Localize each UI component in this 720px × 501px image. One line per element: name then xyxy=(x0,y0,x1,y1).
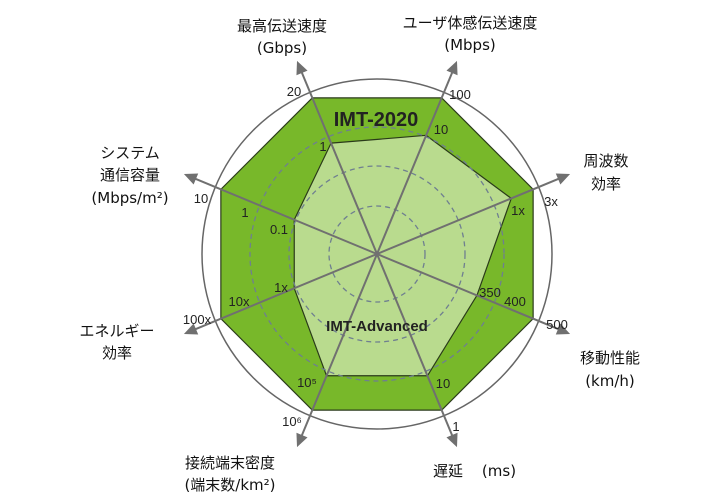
axis-unit-peak-rate: (Gbps) xyxy=(257,39,307,57)
axis-line-0 xyxy=(297,64,378,255)
axis-arrow-4 xyxy=(446,432,458,448)
grid-circle-2 xyxy=(288,165,466,343)
tick-adv-density: 10⁵ xyxy=(297,375,317,390)
tick-adv-user: 10 xyxy=(434,122,448,137)
tick-imt2020-density: 10⁶ xyxy=(282,414,302,429)
series-label-imt2020: IMT-2020 xyxy=(334,109,418,131)
tick-extra-mobility: 400 xyxy=(504,294,526,309)
tick-imt2020-spectral: 3x xyxy=(544,194,558,209)
axis-line-3 xyxy=(376,253,567,334)
axis-title-area: システム xyxy=(100,144,160,162)
tick-adv-latency: 10 xyxy=(436,376,450,391)
axis-title-latency: 遅延 xyxy=(433,462,463,480)
axis-title-energy-2: 効率 xyxy=(102,344,132,362)
axis-line-1 xyxy=(376,64,457,255)
axis-line-4 xyxy=(376,253,457,444)
axis-arrow-7 xyxy=(183,173,199,185)
tick-adv-spectral: 1x xyxy=(511,203,525,218)
grid-circle-3 xyxy=(249,126,505,382)
axis-arrow-3 xyxy=(555,323,571,335)
axis-title-user-rate: ユーザ体感伝送速度 xyxy=(403,14,538,32)
tick-adv-peak: 1 xyxy=(319,139,326,154)
grid-circle-1 xyxy=(328,205,426,303)
axis-line-5 xyxy=(297,253,378,444)
tick-imt2020-latency: 1 xyxy=(452,419,459,434)
axis-arrow-0 xyxy=(296,60,308,76)
axis-title-area-2: 通信容量 xyxy=(100,166,160,184)
axis-title-peak-rate: 最高伝送速度 xyxy=(237,17,327,35)
axis-title-energy: エネルギー xyxy=(79,322,154,340)
tick-adv-mobility: 350 xyxy=(479,285,501,300)
axis-arrow-1 xyxy=(446,60,458,76)
tick-extra-energy: 10x xyxy=(229,294,250,309)
axis-arrow-2 xyxy=(555,173,571,185)
axis-arrow-5 xyxy=(296,432,308,448)
axis-arrow-6 xyxy=(183,323,199,335)
axis-unit-latency: (ms) xyxy=(482,462,516,480)
tick-imt2020-peak: 20 xyxy=(287,84,301,99)
tick-adv-area: 0.1 xyxy=(270,222,288,237)
tick-imt2020-area: 10 xyxy=(194,191,208,206)
axis-line-7 xyxy=(187,174,378,255)
axis-unit-area: (Mbps/m²) xyxy=(91,189,168,207)
tick-imt2020-mobility: 500 xyxy=(546,317,568,332)
tick-imt2020-user: 100 xyxy=(449,87,471,102)
tick-extra-area: 1 xyxy=(241,205,248,220)
axis-unit-density: (端末数/km²) xyxy=(184,476,275,494)
tick-adv-energy: 1x xyxy=(274,280,288,295)
series-label-imt-advanced: IMT-Advanced xyxy=(326,318,428,335)
axis-unit-mobility: (km/h) xyxy=(585,372,635,390)
axis-title-mobility: 移動性能 xyxy=(580,349,640,367)
axis-title-spectral-2: 効率 xyxy=(591,175,621,193)
tick-imt2020-energy: 100x xyxy=(183,312,212,327)
axis-unit-user-rate: (Mbps) xyxy=(444,36,496,54)
axis-title-spectral: 周波数 xyxy=(583,152,628,170)
axis-title-density: 接続端末密度 xyxy=(185,454,275,472)
axis-line-2 xyxy=(376,174,567,255)
axis-line-6 xyxy=(187,253,378,334)
